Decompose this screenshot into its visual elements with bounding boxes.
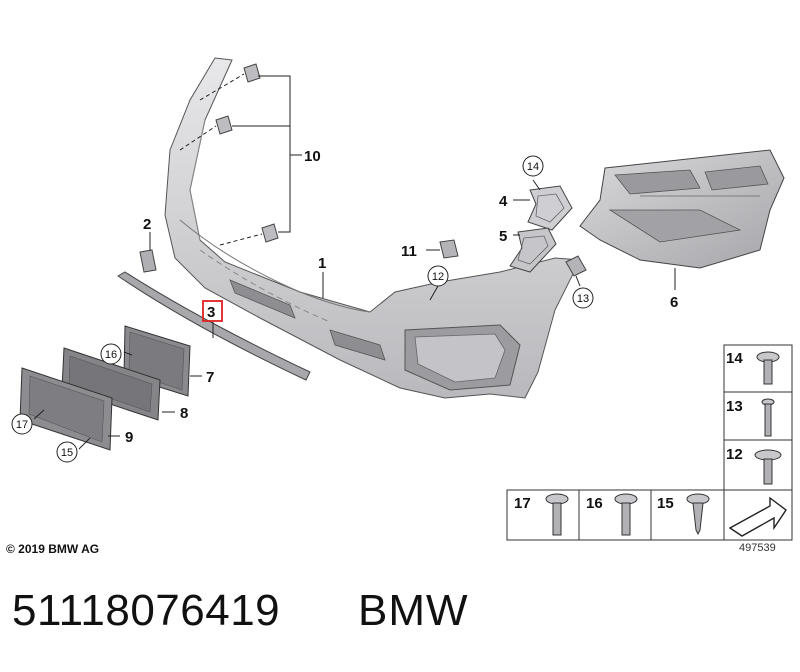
label-part-3: 3	[207, 304, 215, 321]
carrier-part-6	[579, 149, 785, 269]
label-part-2: 2	[143, 216, 151, 233]
svg-text:16: 16	[105, 349, 117, 361]
clip-part-2	[139, 232, 157, 273]
label-part-6: 6	[670, 294, 678, 311]
screw-12-icon	[754, 449, 782, 485]
screw-17-icon	[545, 493, 569, 536]
parts-diagram: 1 2 3 4 5 6 7 8 9 10 11 12 13 14 15 16 1…	[11, 57, 793, 541]
callout-17: 17	[11, 413, 33, 435]
bracket-part-5	[509, 227, 557, 273]
label-part-1: 1	[318, 255, 326, 272]
svg-text:17: 17	[16, 419, 28, 431]
callout-13: 13	[572, 287, 594, 309]
table-label-12: 12	[726, 446, 743, 463]
label-part-11: 11	[401, 243, 417, 260]
leader-lines	[33, 75, 676, 450]
clip-part-10	[179, 63, 279, 246]
highlight-box-part-3	[202, 300, 223, 322]
bumper-part-1	[164, 57, 581, 399]
brand-name: BMW	[358, 586, 469, 635]
svg-text:14: 14	[527, 161, 539, 173]
label-part-4: 4	[499, 193, 508, 210]
fastener-table: 14 13 12 17 16 15	[506, 344, 793, 541]
trim-strip-part-3	[117, 271, 311, 381]
table-label-16: 16	[586, 495, 603, 512]
table-label-15: 15	[657, 495, 674, 512]
svg-text:13: 13	[577, 293, 589, 305]
callout-16: 16	[100, 343, 122, 365]
screw-16-icon	[614, 493, 638, 536]
direction-arrow-icon	[728, 496, 787, 537]
part-number: 51118076419	[12, 586, 281, 635]
screw-13-icon	[761, 398, 775, 437]
label-part-9: 9	[125, 429, 133, 446]
callout-14: 14	[522, 155, 544, 177]
table-label-17: 17	[514, 495, 531, 512]
svg-text:15: 15	[61, 447, 73, 459]
screw-15-icon	[686, 493, 710, 536]
table-label-13: 13	[726, 398, 743, 415]
table-label-14: 14	[726, 350, 743, 367]
label-part-8: 8	[180, 405, 188, 422]
seal-part-13	[565, 255, 587, 277]
callout-15: 15	[56, 441, 78, 463]
plate-part-9	[19, 367, 113, 451]
label-part-7: 7	[206, 369, 214, 386]
bracket-part-8	[61, 347, 161, 421]
label-part-10: 10	[304, 148, 321, 165]
callout-12: 12	[427, 265, 449, 287]
figure-number: 497539	[739, 542, 776, 554]
svg-text:12: 12	[432, 271, 444, 283]
bracket-part-4	[527, 185, 573, 231]
clip-part-11	[439, 239, 459, 259]
copyright-text: © 2019 BMW AG	[6, 542, 100, 556]
screw-14-icon	[756, 351, 780, 385]
label-part-5: 5	[499, 228, 507, 245]
